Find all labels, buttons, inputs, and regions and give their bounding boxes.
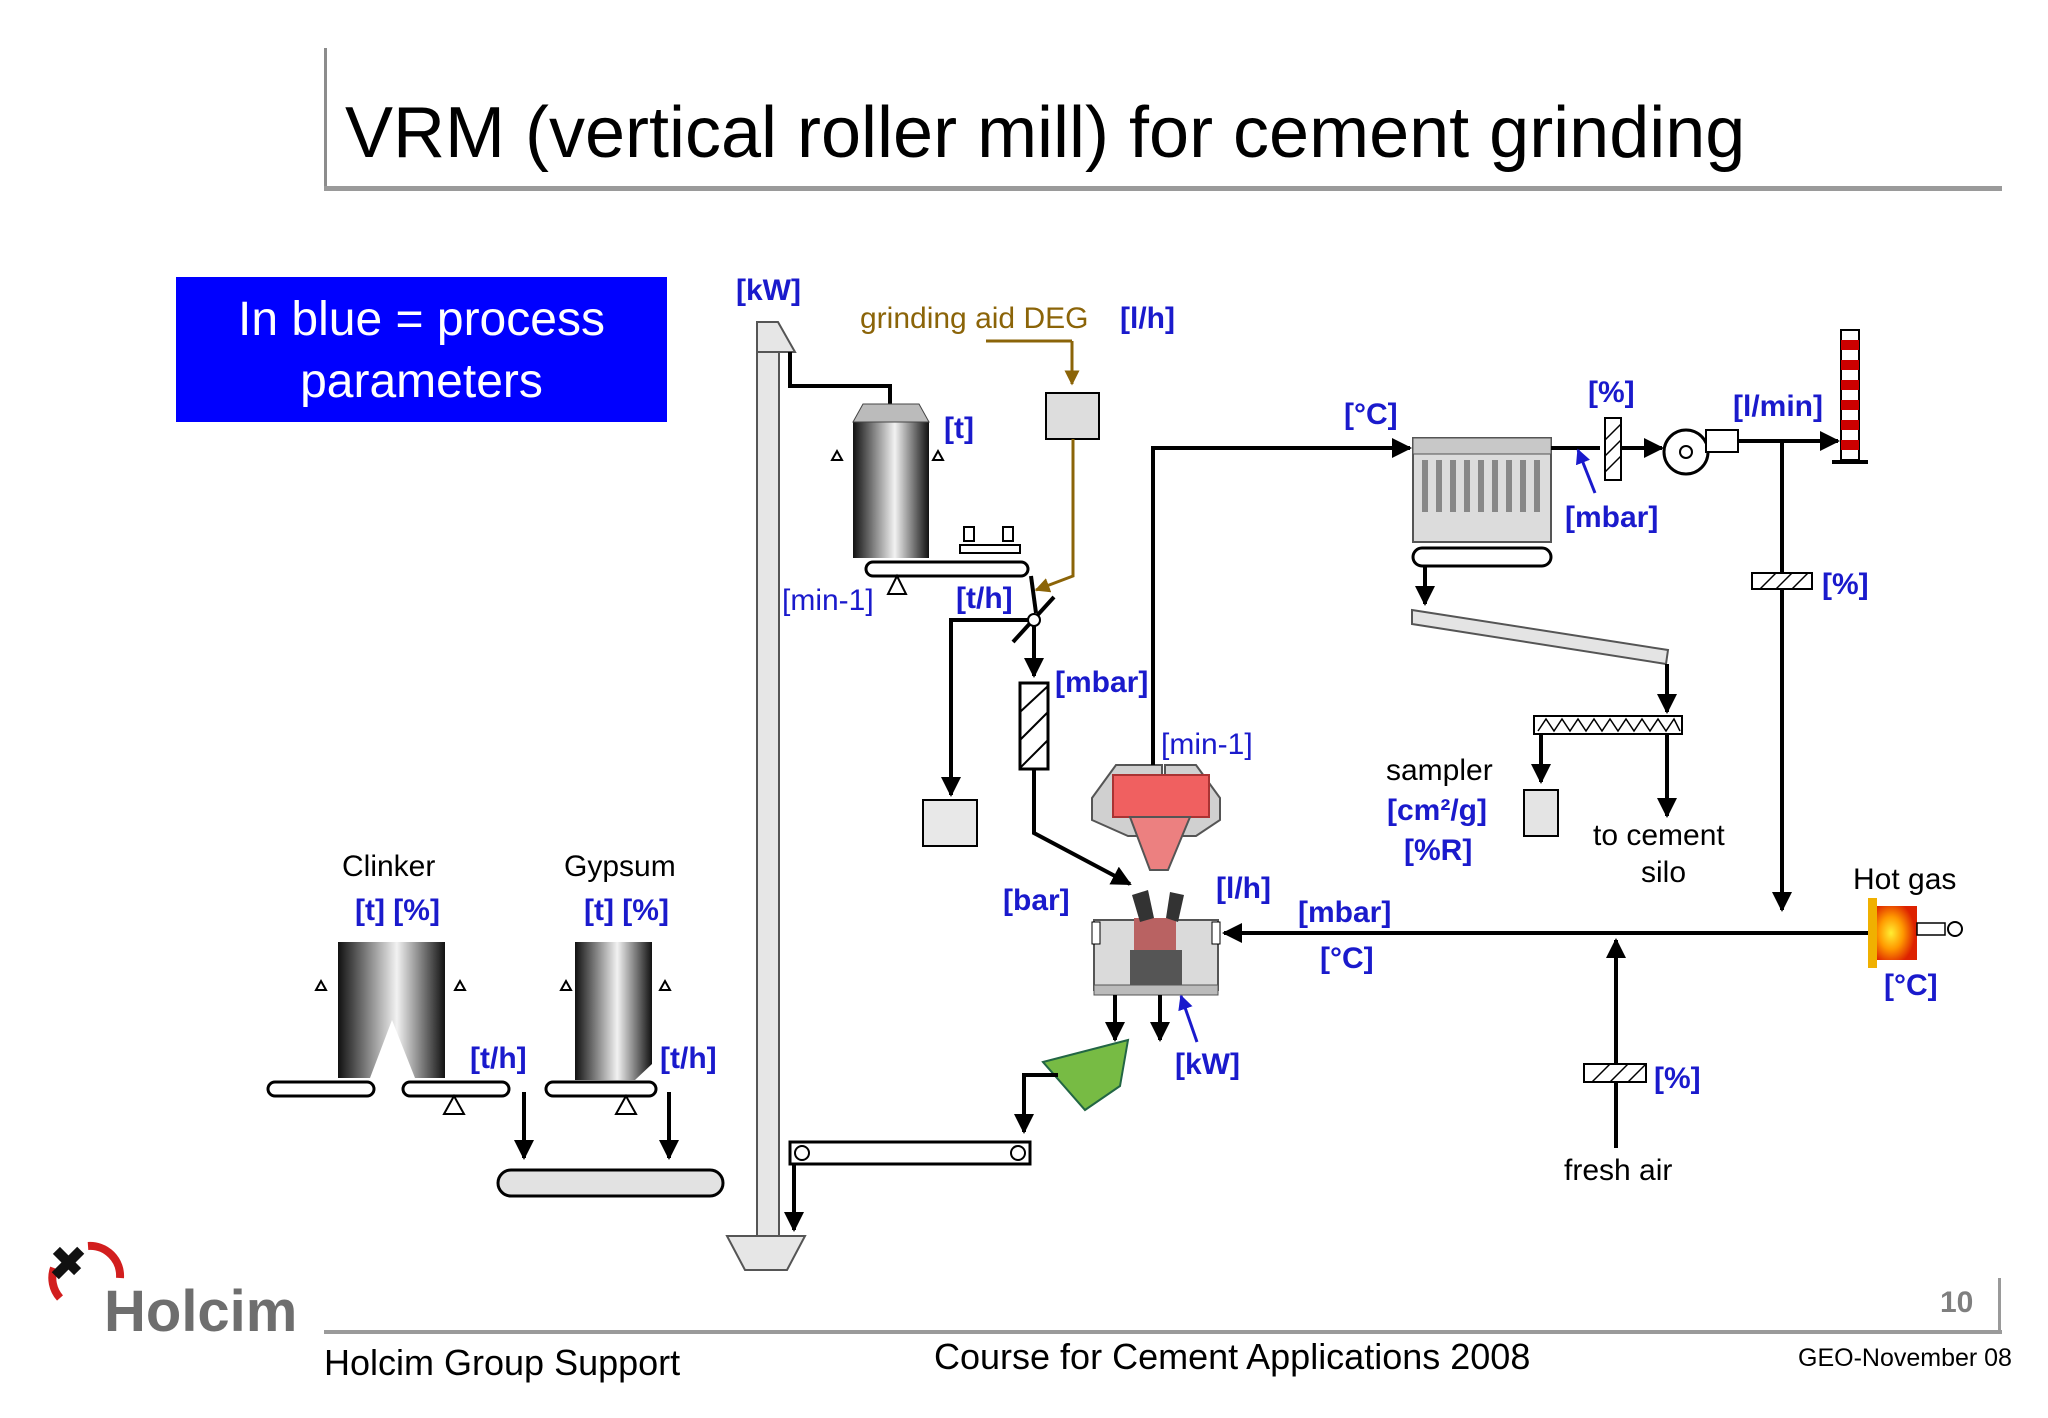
title-underline bbox=[324, 186, 2002, 191]
param-deg-flow: [l/h] bbox=[1120, 302, 1175, 335]
param-inlet-temp: [°C] bbox=[1320, 942, 1374, 975]
label-to-cement-1: to cement bbox=[1593, 819, 1725, 852]
param-mill-kw: [kW] bbox=[1175, 1048, 1240, 1081]
rotary-valve bbox=[1018, 681, 1050, 771]
return-conveyor bbox=[788, 1140, 1032, 1166]
param-sampler-residue: [%R] bbox=[1404, 834, 1472, 867]
footer-rule bbox=[324, 1330, 2002, 1334]
holcim-logo-mark bbox=[48, 1241, 125, 1301]
bag-filter bbox=[1411, 437, 1553, 568]
sample-bin bbox=[1523, 789, 1559, 837]
legend-box: In blue = process parameters bbox=[176, 277, 667, 422]
hot-gas-generator bbox=[1868, 898, 1963, 968]
footer-vertical-rule bbox=[1998, 1278, 2001, 1332]
holcim-logo-text: Holcim bbox=[104, 1279, 298, 1344]
airslide bbox=[1411, 608, 1670, 666]
slide-title: VRM (vertical roller mill) for cement gr… bbox=[345, 93, 1746, 173]
label-hot-gas: Hot gas bbox=[1853, 863, 1956, 896]
param-gypsum-t-pct: [t] [%] bbox=[584, 894, 669, 927]
feed-hopper bbox=[830, 403, 1030, 595]
footer-left: Holcim Group Support bbox=[324, 1342, 681, 1383]
param-hopper-t: [t] bbox=[944, 412, 974, 445]
param-fan-flow: [l/min] bbox=[1733, 390, 1823, 423]
label-fresh-air: fresh air bbox=[1564, 1154, 1672, 1187]
vertical-roller-mill bbox=[1091, 764, 1221, 996]
bucket-elevator bbox=[725, 321, 807, 1271]
label-to-cement-2: silo bbox=[1641, 856, 1686, 889]
title-left-rule bbox=[324, 48, 327, 190]
main-fan bbox=[1662, 428, 1739, 476]
param-mill-water: [l/h] bbox=[1216, 872, 1271, 905]
footer-middle: Course for Cement Applications 2008 bbox=[934, 1336, 1531, 1377]
param-classifier-speed: [min-1] bbox=[1161, 728, 1253, 761]
param-flap-mbar: [mbar] bbox=[1055, 666, 1148, 699]
legend-text: In blue = process parameters bbox=[238, 293, 605, 408]
reject-chute bbox=[1041, 1038, 1130, 1112]
param-fan-mbar: [mbar] bbox=[1565, 501, 1658, 534]
collecting-belt bbox=[496, 1168, 725, 1198]
param-filter-temp: [°C] bbox=[1344, 398, 1398, 431]
param-feeder-flow: [t/h] bbox=[956, 582, 1013, 615]
footer-right: GEO-November 08 bbox=[1798, 1344, 2012, 1372]
param-clinker-flow: [t/h] bbox=[470, 1042, 527, 1075]
param-hotgas-temp: [°C] bbox=[1884, 969, 1938, 1002]
param-damper-pct: [%] bbox=[1588, 376, 1635, 409]
recirc-damper bbox=[1751, 572, 1813, 590]
param-feeder-speed: [min-1] bbox=[782, 584, 874, 617]
stack bbox=[1832, 329, 1868, 464]
fresh-air-damper bbox=[1583, 1063, 1647, 1083]
param-freshair-pct: [%] bbox=[1654, 1062, 1701, 1095]
clinker-silo bbox=[266, 942, 511, 1115]
param-gypsum-flow: [t/h] bbox=[660, 1042, 717, 1075]
label-grinding-aid: grinding aid DEG bbox=[860, 302, 1088, 335]
label-gypsum: Gypsum bbox=[564, 850, 676, 883]
param-inlet-mbar: [mbar] bbox=[1298, 896, 1391, 929]
param-elevator-kw: [kW] bbox=[736, 274, 801, 307]
param-recirc-pct: [%] bbox=[1822, 568, 1869, 601]
page-number: 10 bbox=[1940, 1286, 1974, 1319]
deg-tank bbox=[986, 339, 1100, 593]
label-clinker: Clinker bbox=[342, 850, 435, 883]
param-sampler-blaine: [cm²/g] bbox=[1387, 794, 1487, 827]
param-clinker-t-pct: [t] [%] bbox=[355, 894, 440, 927]
label-sampler: sampler bbox=[1386, 754, 1493, 787]
process-parameters: [kW] [l/h] [t] [min-1] [t/h] [mbar] [min… bbox=[355, 274, 1938, 1095]
screw-conveyor bbox=[1533, 715, 1683, 735]
gypsum-silo bbox=[544, 942, 672, 1115]
param-mill-bar: [bar] bbox=[1003, 884, 1070, 917]
